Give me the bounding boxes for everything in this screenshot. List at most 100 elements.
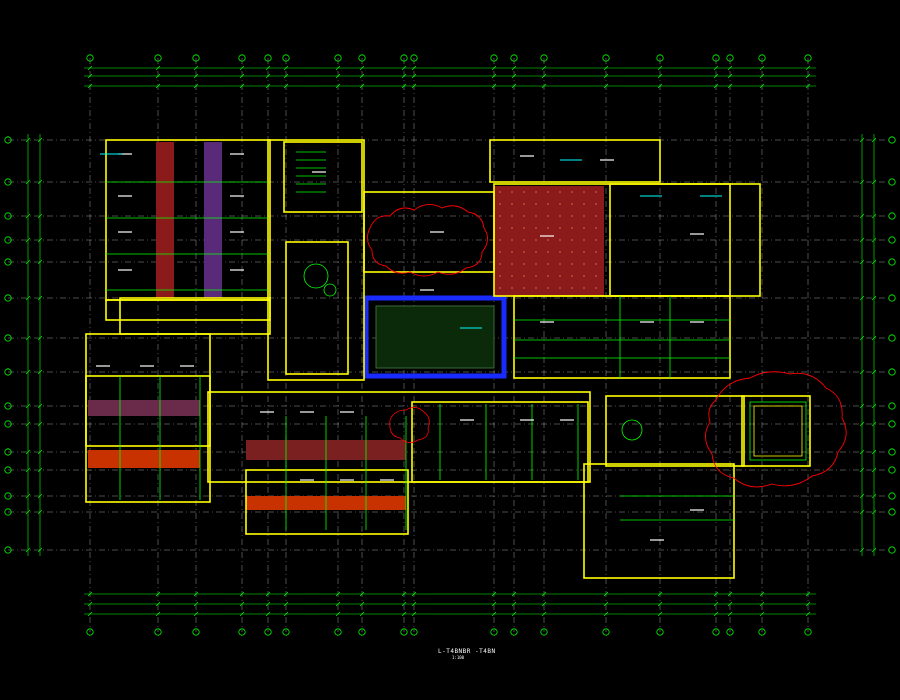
grid-bubble-left	[4, 212, 12, 220]
grid-bubble-top	[334, 54, 342, 62]
hatch-dot	[583, 215, 585, 217]
dimension-tick	[713, 591, 719, 597]
grid-bubble-top	[726, 54, 734, 62]
hatch-dot	[571, 263, 573, 265]
dimension-tick	[25, 369, 31, 375]
dimension-tick	[155, 591, 161, 597]
corridor-hatch-purple	[204, 142, 222, 298]
dimension-tick	[871, 403, 877, 409]
grid-bubble-right	[888, 420, 896, 428]
wall-outline	[285, 241, 349, 375]
dimension-tick	[283, 601, 289, 607]
hatch-dot	[583, 203, 585, 205]
dimension-tick	[871, 213, 877, 219]
dimension-tick	[283, 591, 289, 597]
dimension-tick	[401, 611, 407, 617]
dimension-tick	[511, 65, 517, 71]
grid-bubble-top	[264, 54, 272, 62]
hatch-dot	[559, 215, 561, 217]
dimension-tick	[411, 611, 417, 617]
revision-cloud	[389, 407, 430, 443]
dimension-tick	[401, 601, 407, 607]
dimension-tick	[25, 421, 31, 427]
wall-outline	[583, 463, 735, 579]
hatch-dot	[511, 275, 513, 277]
hatch-dot	[535, 275, 537, 277]
dimension-tick	[335, 73, 341, 79]
grid-bubble-bottom	[726, 628, 734, 636]
dimension-tick	[713, 611, 719, 617]
dimension-tick	[25, 403, 31, 409]
dimension-tick	[37, 467, 43, 473]
wall-outline	[207, 391, 591, 483]
dimension-tick	[727, 83, 733, 89]
grid-bubble-left	[4, 258, 12, 266]
dimension-tick	[859, 213, 865, 219]
grid-bubble-right	[888, 334, 896, 342]
dimension-tick	[25, 467, 31, 473]
grid-bubble-left	[4, 334, 12, 342]
hatch-dot	[547, 227, 549, 229]
dimension-tick	[859, 547, 865, 553]
dimension-tick	[859, 369, 865, 375]
hatch-dot	[511, 251, 513, 253]
hatch-dot	[547, 263, 549, 265]
dimension-tick	[25, 213, 31, 219]
dimension-tick	[491, 83, 497, 89]
dimension-tick	[859, 237, 865, 243]
dimension-tick	[25, 449, 31, 455]
hatch-dot	[547, 215, 549, 217]
grid-bubble-bottom	[490, 628, 498, 636]
dimension-tick	[491, 591, 497, 597]
hatch-dot	[571, 287, 573, 289]
hatch-dot	[523, 239, 525, 241]
grid-bubble-top	[192, 54, 200, 62]
hatch-dot	[523, 287, 525, 289]
grid-bubble-top	[154, 54, 162, 62]
grid-bubble-left	[4, 492, 12, 500]
dimension-tick	[511, 73, 517, 79]
grid-bubble-bottom	[410, 628, 418, 636]
grid-bubble-top	[510, 54, 518, 62]
wall-outline	[741, 395, 811, 467]
hatch-dot	[595, 191, 597, 193]
grid-bubble-right	[888, 466, 896, 474]
dimension-tick	[859, 449, 865, 455]
dimension-tick	[25, 259, 31, 265]
grid-bubble-bottom	[264, 628, 272, 636]
dimension-tick	[155, 83, 161, 89]
atrium-hatch-red	[494, 186, 604, 296]
hatch-dot	[511, 263, 513, 265]
dimension-tick	[25, 509, 31, 515]
hatch-dot	[559, 287, 561, 289]
dimension-tick	[359, 65, 365, 71]
dimension-tick	[871, 547, 877, 553]
grid-bubble-top	[282, 54, 290, 62]
wall-outline	[85, 375, 211, 447]
hatch-dot	[535, 191, 537, 193]
hatch-dot	[571, 227, 573, 229]
grid-bubble-right	[888, 508, 896, 516]
dimension-tick	[871, 295, 877, 301]
hatch-dot	[535, 203, 537, 205]
dimension-tick	[25, 179, 31, 185]
hatch-dot	[511, 287, 513, 289]
dimension-tick	[759, 73, 765, 79]
wall-outline	[105, 139, 271, 301]
dimension-tick	[239, 611, 245, 617]
grid-bubbles	[4, 54, 896, 636]
hatch-dot	[523, 275, 525, 277]
grid-bubble-bottom	[238, 628, 246, 636]
grid-bubble-top	[490, 54, 498, 62]
dimension-tick	[359, 611, 365, 617]
dimension-tick	[37, 179, 43, 185]
grid-bubble-left	[4, 448, 12, 456]
dimension-tick	[727, 601, 733, 607]
hatch-dot	[535, 239, 537, 241]
wall-outline	[85, 333, 211, 503]
dimension-tick	[155, 611, 161, 617]
grid-bubble-left	[4, 466, 12, 474]
grid-bubble-bottom	[154, 628, 162, 636]
hatch-dot	[571, 275, 573, 277]
dimension-tick	[603, 611, 609, 617]
